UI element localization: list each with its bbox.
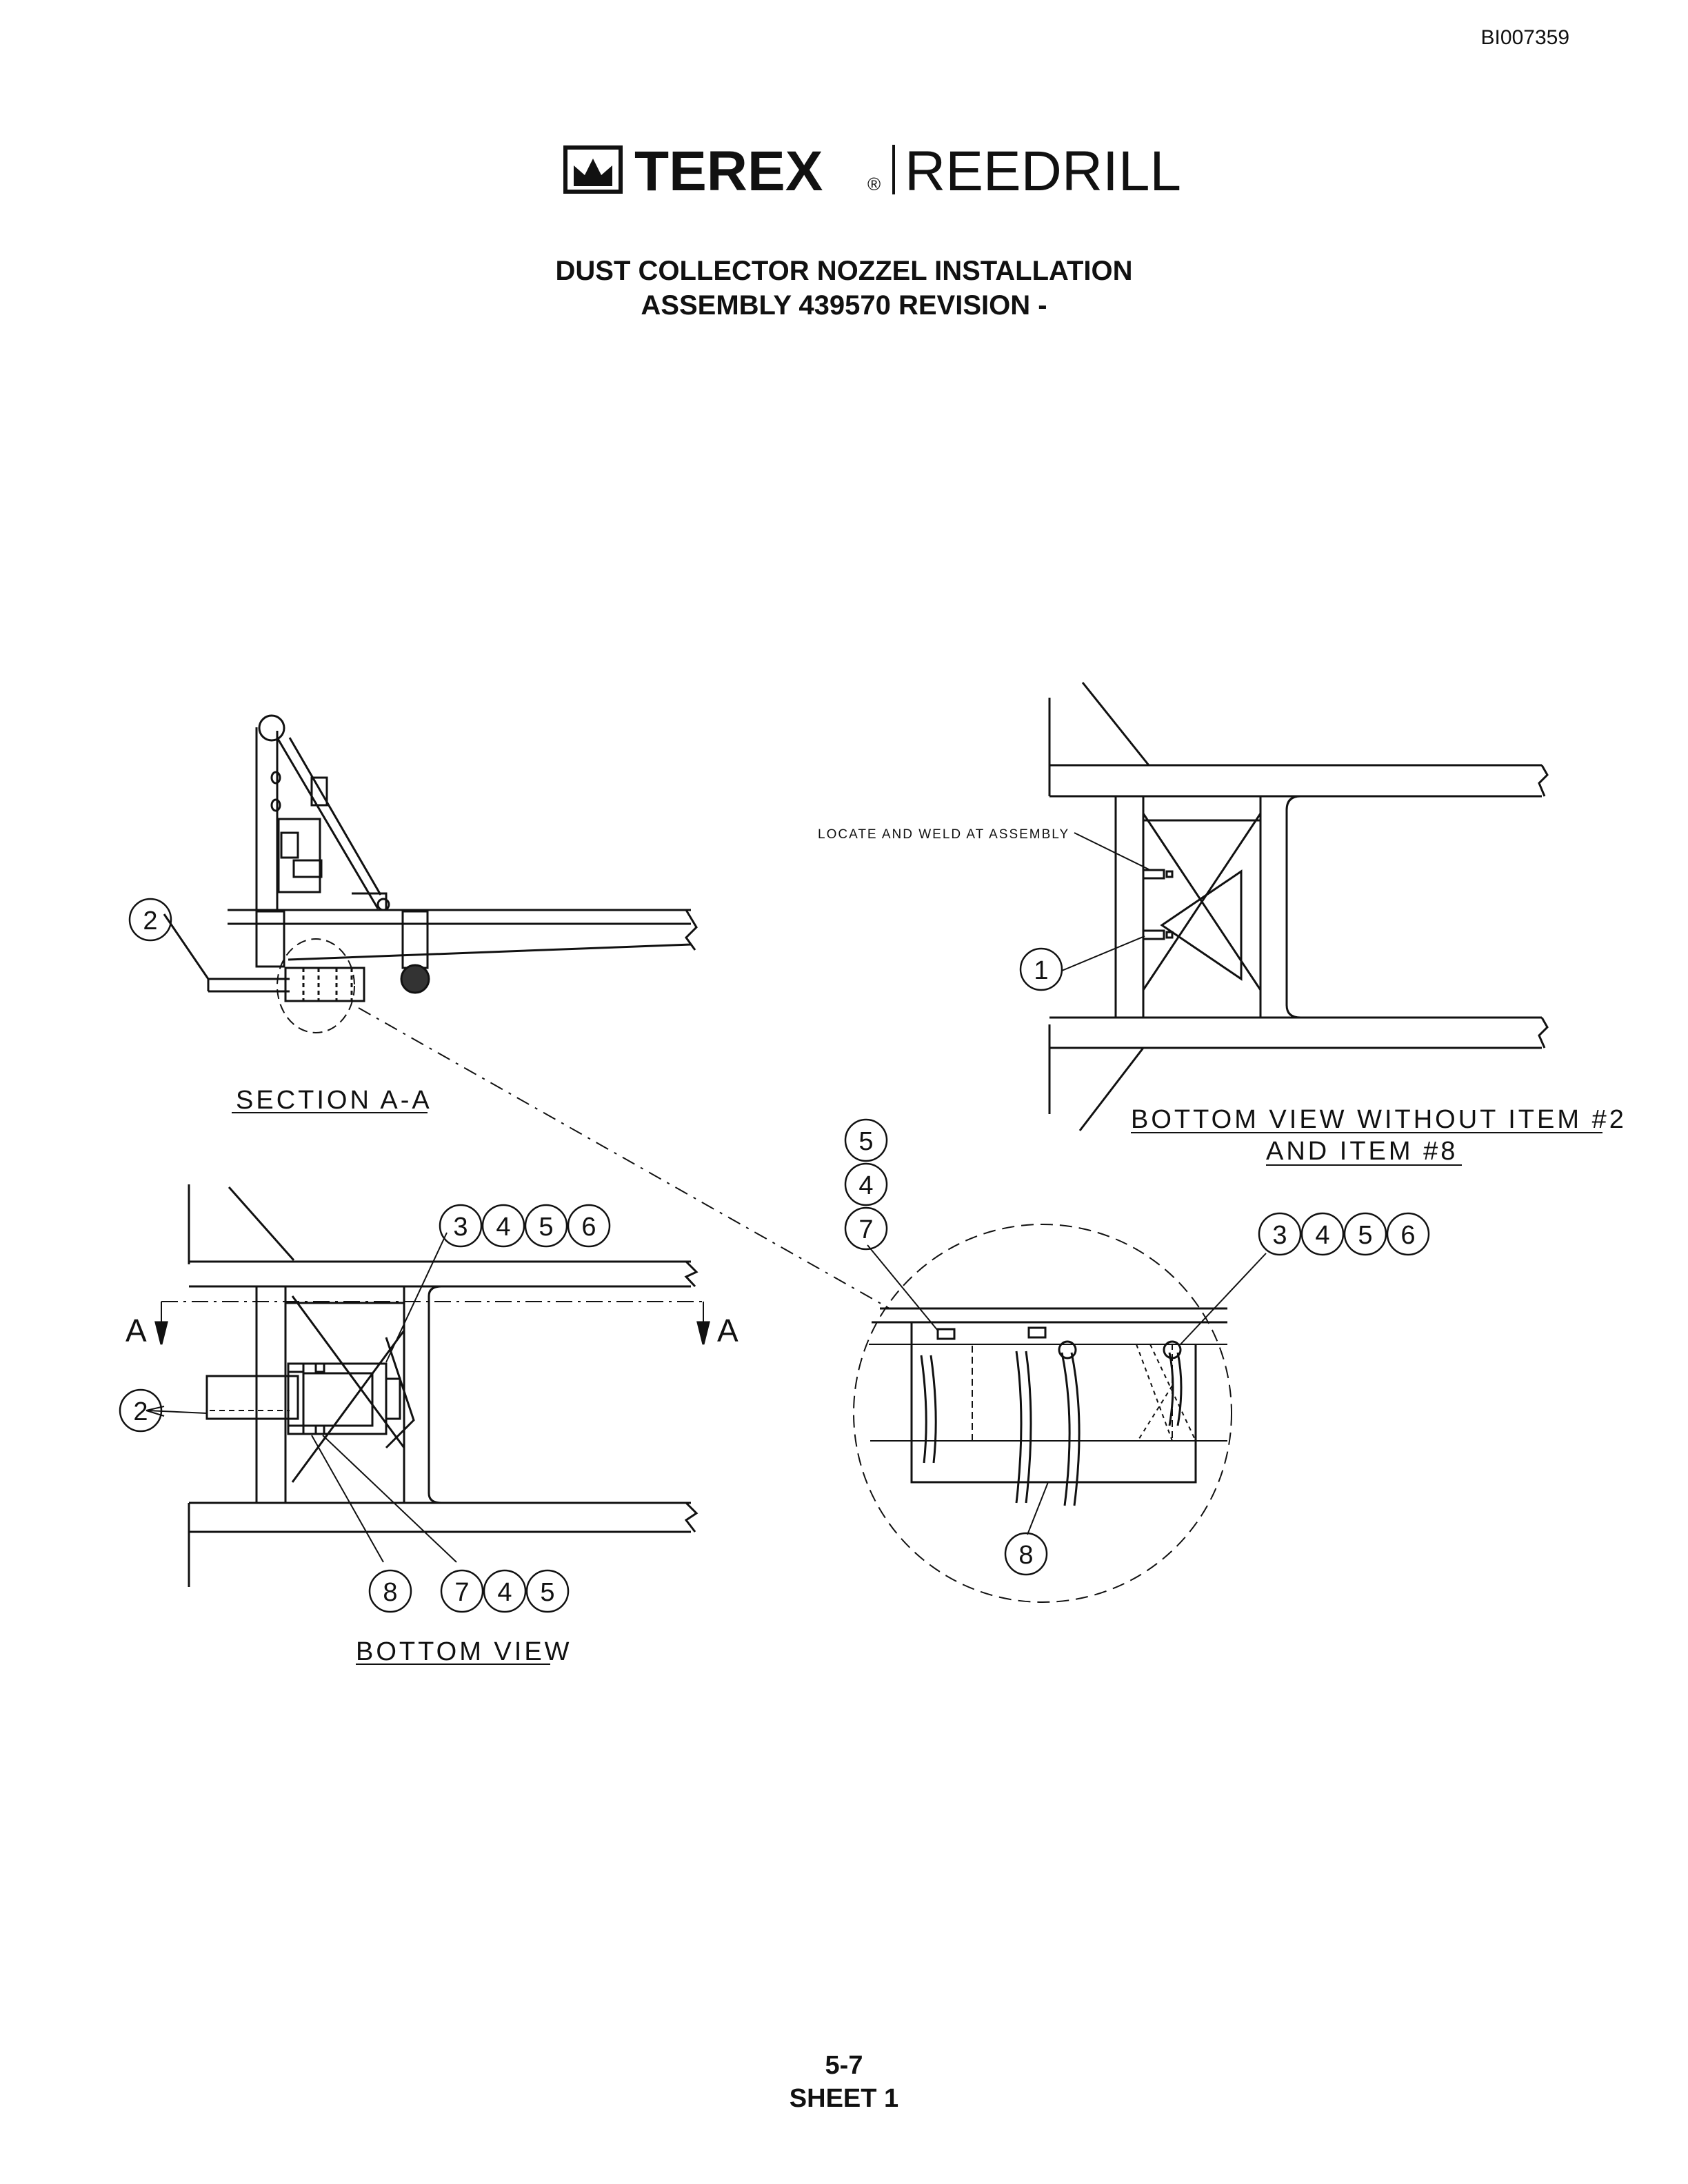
section-mark-right: A — [717, 1313, 738, 1348]
label-section-aa: SECTION A-A — [236, 1086, 432, 1115]
balloon-4-detail — [844, 1162, 888, 1206]
balloon-number: 5 — [540, 1578, 554, 1607]
balloon-number: 8 — [1018, 1541, 1033, 1570]
balloon-2-section — [128, 898, 172, 942]
balloon-number: 5 — [1358, 1221, 1372, 1250]
balloon-5-detail — [844, 1118, 888, 1162]
section-mark-left: A — [125, 1313, 147, 1348]
balloon-2-bottom — [119, 1388, 163, 1433]
bottom-view-without-item2-view — [1048, 682, 1602, 1166]
brand-registered-mark: ® — [867, 174, 881, 194]
balloon-number: 3 — [1272, 1221, 1287, 1250]
balloon-number: 2 — [143, 907, 157, 936]
balloon-1 — [1019, 947, 1063, 991]
label-bottom-view-without-line1: BOTTOM VIEW WITHOUT ITEM #2 — [1131, 1105, 1627, 1134]
bottom-view — [145, 1184, 710, 1665]
label-bottom-view-without-line2: AND ITEM #8 — [1266, 1137, 1458, 1166]
balloon-number: 1 — [1034, 956, 1048, 985]
balloon-number: 2 — [133, 1397, 148, 1426]
page-footer: 5-7 SHEET 1 — [0, 2049, 1688, 2115]
sheet-number: SHEET 1 — [789, 2084, 899, 2113]
balloon-number: 4 — [496, 1213, 510, 1242]
balloon-8-detail — [1004, 1532, 1048, 1576]
balloon-number: 4 — [1315, 1221, 1329, 1250]
balloon-number: 5 — [539, 1213, 553, 1242]
title-line-2: ASSEMBLY 439570 REVISION - — [641, 290, 1047, 321]
page-number: 5-7 — [825, 2051, 863, 2080]
balloon-number: 4 — [497, 1578, 512, 1607]
document-id: BI007359 — [1480, 26, 1569, 49]
title-line-1: DUST COLLECTOR NOZZEL INSTALLATION — [555, 256, 1133, 286]
balloon-7-detail — [844, 1206, 888, 1251]
balloon-number: 7 — [454, 1578, 469, 1607]
brand-terex: TEREX — [634, 140, 823, 203]
balloons — [119, 898, 1430, 1613]
label-bottom-view: BOTTOM VIEW — [356, 1637, 572, 1666]
terex-reedrill-logo: TEREX ® REEDRILL — [563, 140, 1181, 203]
balloon-number: 7 — [858, 1215, 873, 1244]
detail-view — [853, 1224, 1267, 1603]
terex-emblem-icon — [563, 145, 623, 194]
note-locate-weld: LOCATE AND WELD AT ASSEMBLY — [818, 827, 1069, 842]
section-aa-view — [163, 714, 890, 1309]
brand-reedrill: REEDRILL — [905, 140, 1181, 203]
balloon-number: 5 — [858, 1127, 873, 1156]
balloon-8-bottom — [368, 1569, 412, 1613]
balloon-number: 4 — [858, 1171, 873, 1200]
balloon-number: 6 — [581, 1213, 596, 1242]
drawing-title: DUST COLLECTOR NOZZEL INSTALLATION ASSEM… — [0, 254, 1688, 323]
balloon-number: 6 — [1400, 1221, 1415, 1250]
balloon-number: 8 — [383, 1578, 397, 1607]
balloon-number: 3 — [453, 1213, 468, 1242]
